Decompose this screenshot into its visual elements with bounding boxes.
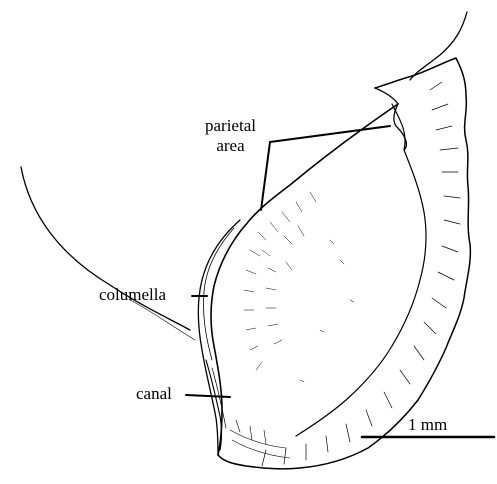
parietal-area-label: parietal area <box>205 116 256 156</box>
outer-lip-inner-edge <box>296 104 426 436</box>
parietal-label-line2: area <box>205 136 256 156</box>
body-whorl-outline <box>21 167 190 330</box>
lip-notch <box>375 88 406 150</box>
scale-bar-label: 1 mm <box>408 415 447 435</box>
canal-leader <box>186 395 230 397</box>
body-whorl-shading <box>130 300 195 340</box>
spire-outline <box>410 12 467 80</box>
columellar-edge <box>198 220 240 455</box>
parietal-wall <box>211 104 398 455</box>
canal-label: canal <box>136 384 172 404</box>
columella-label: columella <box>99 285 166 305</box>
parietal-leader <box>261 126 390 210</box>
base-shading <box>230 420 290 458</box>
parietal-label-line1: parietal <box>205 116 256 136</box>
aperture-shading <box>244 192 354 382</box>
